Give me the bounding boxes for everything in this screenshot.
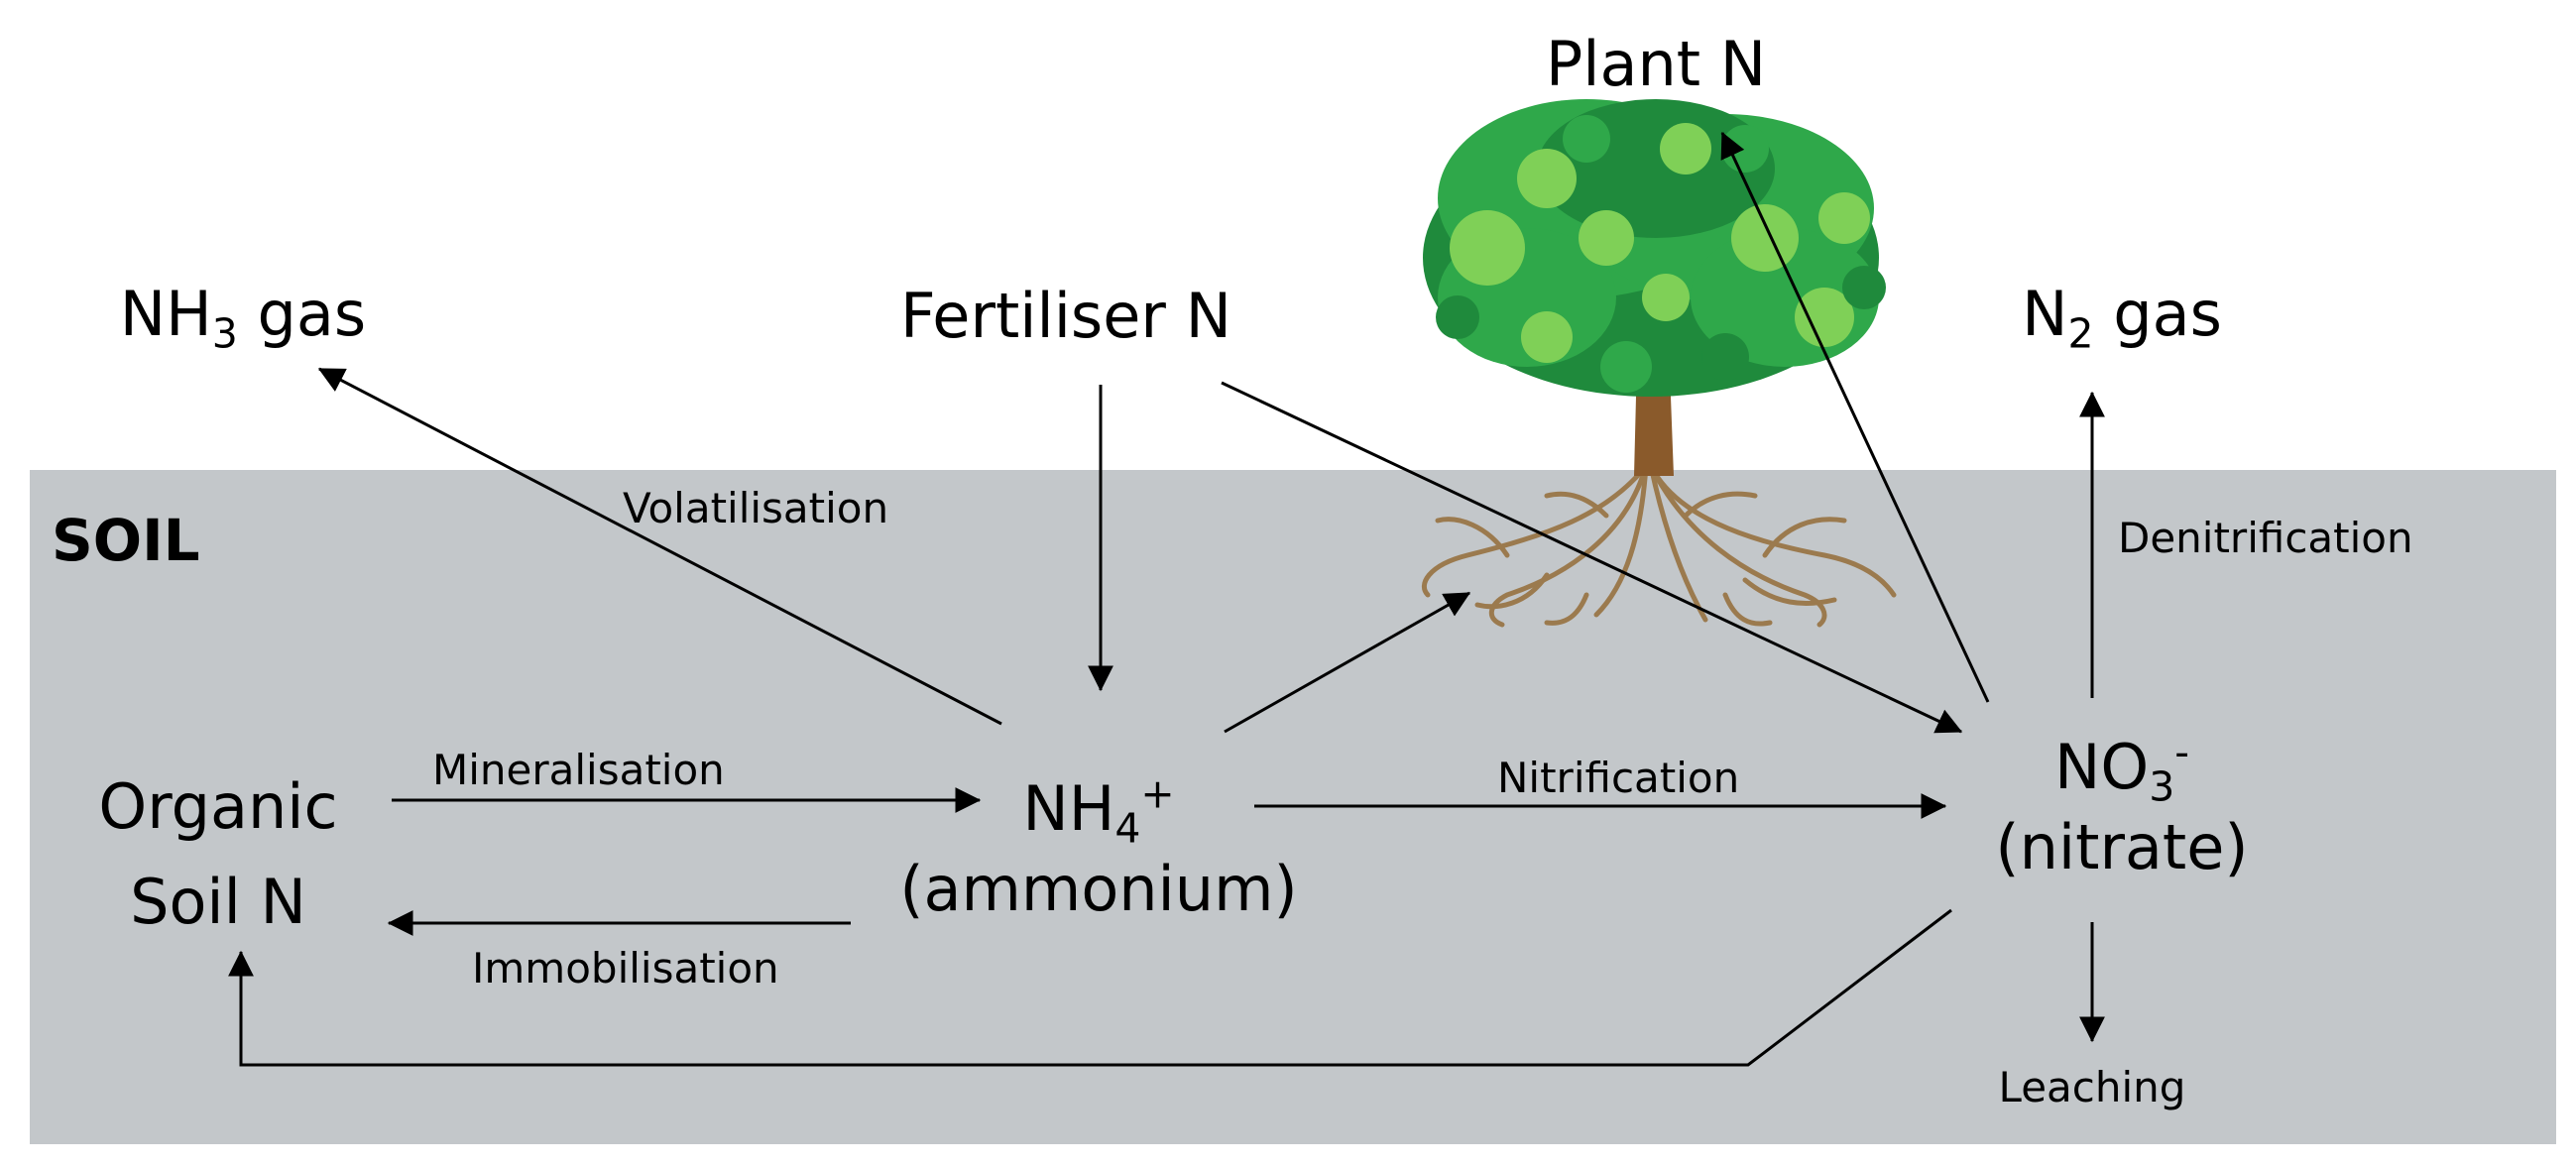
arrow-nitrate-to-organic [228, 908, 1952, 1067]
nitrate-label: NO3- (nitrate) [1995, 728, 2249, 883]
ammonium-label: NH4+ (ammonium) [899, 769, 1298, 925]
soil-label: SOIL [52, 507, 200, 574]
nh3-gas-label: NH3 gas [119, 278, 367, 358]
nitrification-label: Nitrification [1497, 754, 1740, 802]
n2-gas-label: N2 gas [2022, 278, 2222, 358]
plant-n-label: Plant N [1545, 28, 1767, 100]
arrow-ammonium-to-plant [1224, 591, 1471, 734]
arrow-nitrate-to-plant [1720, 131, 1990, 703]
volatilisation-label: Volatilisation [623, 484, 889, 532]
organic-soil-n-label: Organic Soil N [98, 770, 338, 939]
denitrification-label: Denitrification [2118, 514, 2413, 562]
mineralisation-label: Mineralisation [432, 746, 725, 794]
tree-icon [1421, 99, 1897, 628]
immobilisation-label: Immobilisation [472, 944, 779, 993]
leaching-label: Leaching [1998, 1063, 2186, 1111]
arrow-volatilisation [317, 367, 1002, 726]
fertiliser-n-label: Fertiliser N [900, 280, 1231, 352]
arrow-fertiliser-to-nitrate [1221, 381, 1963, 734]
